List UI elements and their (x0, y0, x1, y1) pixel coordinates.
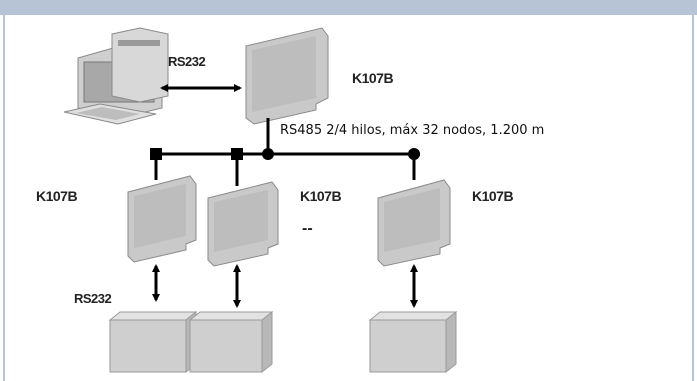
slave-device-icon-1 (127, 175, 197, 263)
slave-label-2: K107B (300, 188, 342, 204)
bus-spec-label: RS485 2/4 hilos, máx 32 nodos, 1.200 m (280, 123, 545, 138)
slave-label-1: K107B (36, 188, 78, 204)
bus-node-master (262, 148, 274, 160)
header-band (0, 0, 697, 15)
end-device-box-2 (188, 310, 274, 374)
slave-label-3: K107B (472, 188, 514, 204)
more-nodes-indicator: -- (302, 220, 313, 237)
slave-device-icon-2 (207, 181, 279, 267)
pc-link-label: RS232 (168, 54, 206, 69)
frame-left-border (3, 15, 5, 381)
slave-device-icon-3 (377, 179, 451, 267)
end-device-box-1 (108, 310, 198, 374)
end-device-box-3 (368, 310, 458, 374)
frame-right-border (692, 15, 694, 381)
device-link-label: RS232 (74, 291, 112, 306)
computer-icon (63, 27, 169, 125)
master-device-icon (245, 27, 329, 125)
master-device-label: K107B (352, 70, 394, 86)
